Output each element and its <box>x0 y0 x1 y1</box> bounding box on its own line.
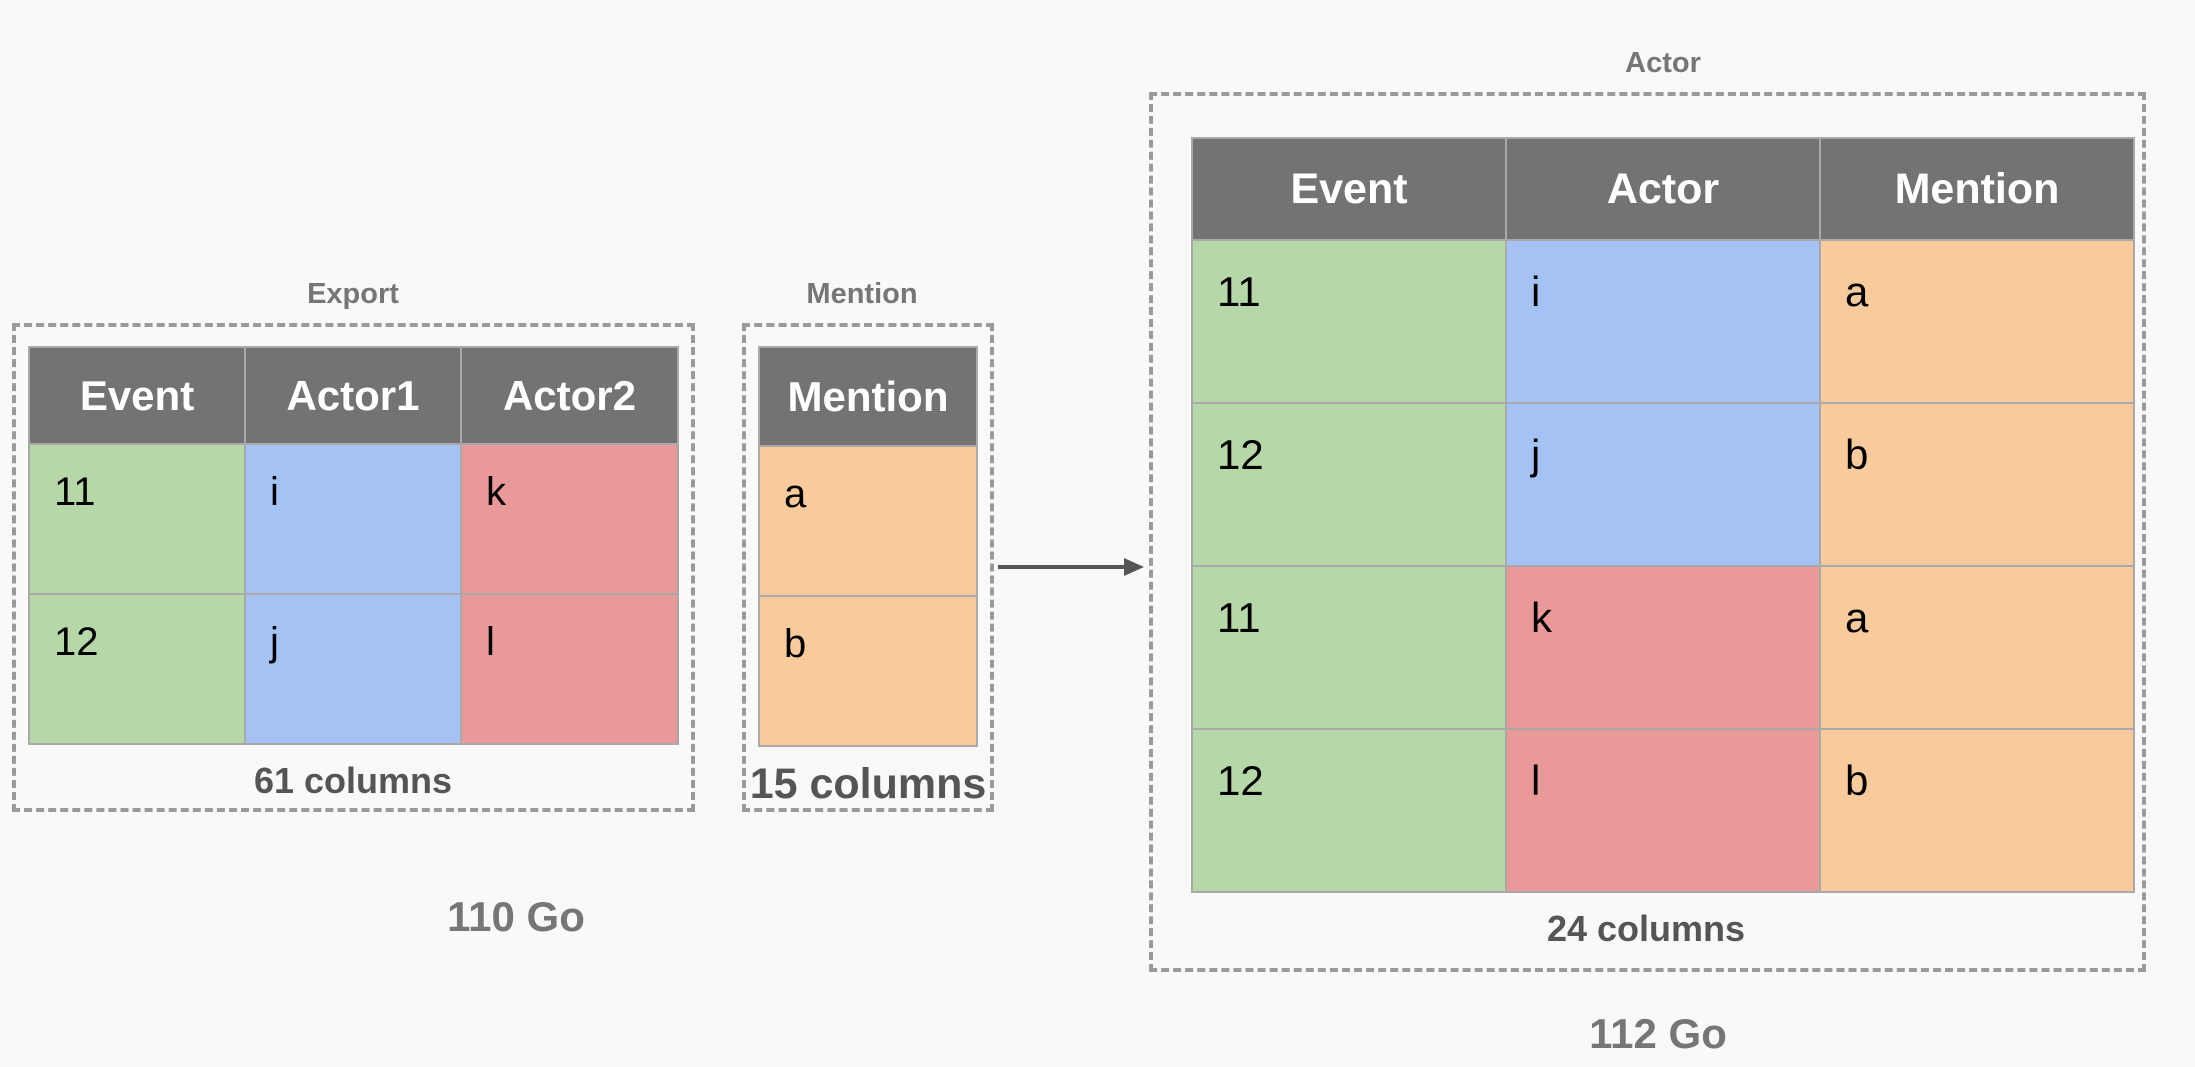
table-row: 12 j b <box>1191 402 2135 567</box>
actor-columns-label: 24 columns <box>1546 908 1746 949</box>
actor-cell-event: 12 <box>1191 402 1507 567</box>
export-cell-actor1: i <box>244 443 462 595</box>
export-group-box <box>12 323 695 812</box>
actor-cell-event: 11 <box>1191 239 1507 404</box>
mention-table: Mention a b <box>758 346 978 747</box>
table-row: 12 l b <box>1191 728 2135 893</box>
table-row: 11 i a <box>1191 239 2135 404</box>
actor-cell-actor: k <box>1505 565 1821 730</box>
export-table: Event Actor1 Actor2 11 i k 12 j l <box>28 346 679 745</box>
actor-cell-mention: b <box>1819 402 2135 567</box>
actor-cell-actor: j <box>1505 402 1821 567</box>
actor-header-actor: Actor <box>1505 137 1821 241</box>
actor-cell-mention: b <box>1819 728 2135 893</box>
actor-cell-event: 12 <box>1191 728 1507 893</box>
actor-cell-actor: i <box>1505 239 1821 404</box>
export-cell-actor1: j <box>244 593 462 745</box>
table-row: 11 k a <box>1191 565 2135 730</box>
table-row: b <box>758 595 978 747</box>
result-size-label: 112 Go <box>1589 1010 1727 1057</box>
export-cell-event: 12 <box>28 593 246 745</box>
actor-group-box <box>1149 92 2146 972</box>
mention-columns-label: 15 columns <box>749 760 987 808</box>
actor-header-event: Event <box>1191 137 1507 241</box>
export-cell-actor2: k <box>460 443 679 595</box>
table-row: 11 i k <box>28 443 679 595</box>
mention-title: Mention <box>806 278 918 310</box>
actor-cell-actor: l <box>1505 728 1821 893</box>
export-title: Export <box>307 278 399 310</box>
actor-cell-event: 11 <box>1191 565 1507 730</box>
actor-header-mention: Mention <box>1819 137 2135 241</box>
export-cell-actor2: l <box>460 593 679 745</box>
actor-title: Actor <box>1625 47 1701 79</box>
table-row: 12 j l <box>28 593 679 745</box>
actor-cell-mention: a <box>1819 239 2135 404</box>
export-header-actor1: Actor1 <box>244 346 462 445</box>
export-header-event: Event <box>28 346 246 445</box>
actor-cell-mention: a <box>1819 565 2135 730</box>
mention-cell: a <box>758 445 978 597</box>
mention-group-box <box>742 323 994 812</box>
source-size-label: 110 Go <box>447 893 585 940</box>
export-cell-event: 11 <box>28 443 246 595</box>
mention-header: Mention <box>758 346 978 447</box>
export-header-actor2: Actor2 <box>460 346 679 445</box>
actor-table: Event Actor Mention 11 i a 12 j b 11 k a… <box>1191 137 2135 893</box>
table-row: a <box>758 445 978 597</box>
export-columns-label: 61 columns <box>253 760 453 801</box>
mention-cell: b <box>758 595 978 747</box>
arrow-icon <box>998 558 1144 576</box>
